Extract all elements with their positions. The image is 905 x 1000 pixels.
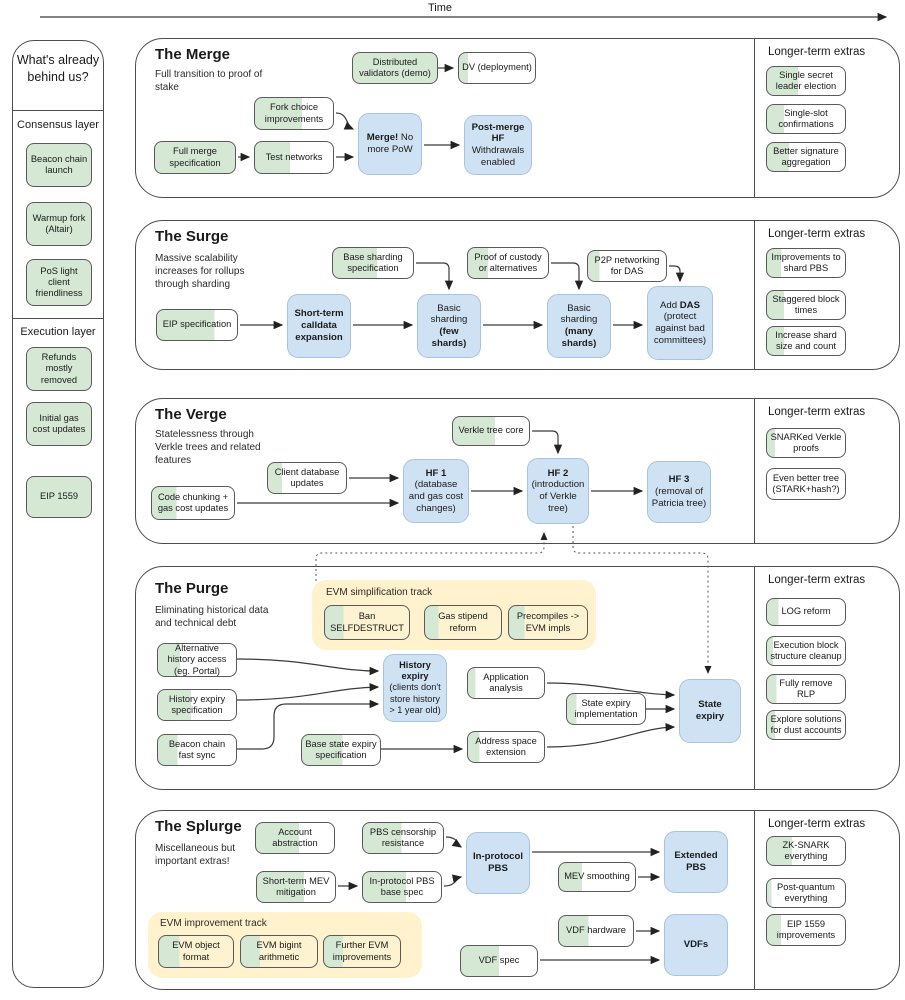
box-beacon-chain-fast-sync: Beacon chain fast sync xyxy=(157,734,237,766)
box-vdfs: VDFs xyxy=(664,914,728,976)
box-increase-shard-size: Increase shard size and count xyxy=(766,326,846,356)
box-execution-block-cleanup: Execution block structure cleanup xyxy=(766,636,846,666)
box-client-database-updates: Client database updates xyxy=(267,462,347,494)
extras-heading: Longer-term extras xyxy=(768,228,866,240)
section-title: The Surge xyxy=(155,228,229,245)
box-single-slot-confirmations: Single-slot confirmations xyxy=(766,104,846,134)
section-subtitle: Massive scalability increases for rollup… xyxy=(155,253,245,291)
box-distributed-validators: Distributed validators (demo) xyxy=(352,52,438,84)
box-snarked-verkle-proofs: SNARKed Verkle proofs xyxy=(766,428,846,458)
box-dust-accounts: Explore solutions for dust accounts xyxy=(766,710,846,740)
box-hf1: HF 1 (database and gas cost changes) xyxy=(403,459,469,523)
section-the-splurge xyxy=(135,810,900,990)
box-vdf-spec: VDF spec xyxy=(460,945,538,977)
box-application-analysis: Application analysis xyxy=(467,667,545,699)
box-proof-of-custody: Proof of custody or alternatives xyxy=(467,247,549,279)
box-further-evm-improvements: Further EVM improvements xyxy=(323,935,401,968)
box-even-better-tree: Even better tree (STARK+hash?) xyxy=(766,468,846,500)
evm-improvement-track-label: EVM improvement track xyxy=(160,918,267,929)
box-history-expiry-spec: History expiry specification xyxy=(157,689,237,721)
extras-divider xyxy=(754,221,755,369)
box-state-expiry-implementation: State expiry implementation xyxy=(566,693,646,725)
box-post-merge-hf: Post-merge HF Withdrawals enabled xyxy=(464,115,532,175)
box-log-reform: LOG reform xyxy=(766,598,846,626)
box-zk-snark-everything: ZK-SNARK everything xyxy=(766,836,846,866)
time-axis-label: Time xyxy=(428,2,453,14)
box-hf2: HF 2 (introduction of Verkle tree) xyxy=(527,458,589,524)
behind-us-panel xyxy=(12,40,104,988)
box-ban-selfdestruct: Ban SELFDESTRUCT xyxy=(324,605,410,640)
box-single-secret-leader: Single secret leader election xyxy=(766,66,846,96)
box-full-merge-spec: Full merge specification xyxy=(154,141,236,174)
section-the-merge xyxy=(135,38,900,198)
box-base-sharding-spec: Base sharding specification xyxy=(332,247,414,279)
extras-heading: Longer-term extras xyxy=(768,574,866,586)
box-address-space-extension: Address space extension xyxy=(467,731,545,763)
box-eip-specification: EIP specification xyxy=(156,309,238,341)
section-the-surge xyxy=(135,220,900,370)
box-improvements-shard-pbs: Improvements to shard PBS xyxy=(766,248,846,278)
section-subtitle: Full transition to proof of stake xyxy=(155,69,263,94)
divider xyxy=(13,318,103,319)
box-eip-1559-improvements: EIP 1559 improvements xyxy=(766,914,846,946)
extras-divider xyxy=(754,567,755,789)
box-verkle-tree-core: Verkle tree core xyxy=(452,416,530,446)
box-warmup-fork-altair: Warmup fork (Altair) xyxy=(26,202,92,246)
extras-heading: Longer-term extras xyxy=(768,46,866,58)
box-pbs-censorship-resistance: PBS censorship resistance xyxy=(362,822,444,854)
behind-us-title: What's already behind us? xyxy=(16,53,100,84)
box-refunds-removed: Refunds mostly removed xyxy=(26,347,92,391)
extras-divider xyxy=(754,811,755,989)
box-account-abstraction: Account abstraction xyxy=(255,822,335,854)
box-better-signature-aggregation: Better signature aggregation xyxy=(766,142,846,172)
execution-layer-label: Execution layer xyxy=(20,326,96,338)
box-beacon-chain-launch: Beacon chain launch xyxy=(26,143,92,187)
box-merge-milestone: Merge! No more PoW xyxy=(358,113,422,175)
box-hf3: HF 3 (removal of Patricia tree) xyxy=(647,461,711,523)
box-vdf-hardware: VDF hardware xyxy=(558,915,634,947)
box-base-state-expiry-spec: Base state expiry specification xyxy=(301,734,381,766)
box-in-protocol-pbs: In-protocol PBS xyxy=(466,832,530,894)
extras-heading: Longer-term extras xyxy=(768,406,866,418)
box-test-networks: Test networks xyxy=(254,141,334,174)
box-short-term-calldata: Short-term calldata expansion xyxy=(287,294,351,358)
evm-simplification-track-label: EVM simplification track xyxy=(326,587,433,598)
box-eip-1559: EIP 1559 xyxy=(26,476,92,518)
box-in-protocol-pbs-base-spec: In-protocol PBS base spec xyxy=(362,871,442,903)
section-title: The Purge xyxy=(155,580,229,597)
box-short-term-mev-mitigation: Short-term MEV mitigation xyxy=(256,871,336,903)
box-pos-light-client: PoS light client friendliness xyxy=(26,259,92,306)
box-staggered-block-times: Staggered block times xyxy=(766,290,846,320)
box-basic-sharding-few: Basic sharding (few shards) xyxy=(417,294,481,358)
section-title: The Verge xyxy=(155,406,227,423)
extras-heading: Longer-term extras xyxy=(768,818,866,830)
box-gas-stipend-reform: Gas stipend reform xyxy=(424,605,502,640)
box-post-quantum-everything: Post-quantum everything xyxy=(766,878,846,908)
box-add-das: Add DAS (protect against bad committees) xyxy=(647,286,713,360)
box-precompiles-evm-impls: Precompiles -> EVM impls xyxy=(508,605,588,640)
box-basic-sharding-many: Basic sharding (many shards) xyxy=(547,294,611,358)
box-extended-pbs: Extended PBS xyxy=(664,831,728,893)
box-state-expiry: State expiry xyxy=(679,679,741,743)
extras-divider xyxy=(754,39,755,197)
box-p2p-networking-das: P2P networking for DAS xyxy=(587,250,667,282)
box-dv-deployment: DV (deployment) xyxy=(458,52,536,84)
section-title: The Splurge xyxy=(155,818,242,835)
box-evm-object-format: EVM object format xyxy=(158,935,234,968)
section-subtitle: Miscellaneous but important extras! xyxy=(155,843,236,868)
box-alternative-history-access: Alternative history access (eg. Portal) xyxy=(157,643,237,677)
divider xyxy=(13,110,103,111)
extras-divider xyxy=(754,399,755,543)
box-evm-bigint-arithmetic: EVM bigint arithmetic xyxy=(240,935,318,968)
box-history-expiry: History expiry (clients don't store hist… xyxy=(383,654,447,722)
section-title: The Merge xyxy=(155,46,231,63)
box-fully-remove-rlp: Fully remove RLP xyxy=(766,674,846,704)
box-mev-smoothing: MEV smoothing xyxy=(558,862,636,892)
box-fork-choice: Fork choice improvements xyxy=(254,97,334,130)
box-initial-gas-cost: Initial gas cost updates xyxy=(26,402,92,446)
consensus-layer-label: Consensus layer xyxy=(17,119,99,131)
box-code-chunking: Code chunking + gas cost updates xyxy=(151,486,235,520)
section-subtitle: Eliminating historical data and technica… xyxy=(155,605,269,630)
section-subtitle: Statelessness through Verkle trees and r… xyxy=(155,429,261,467)
